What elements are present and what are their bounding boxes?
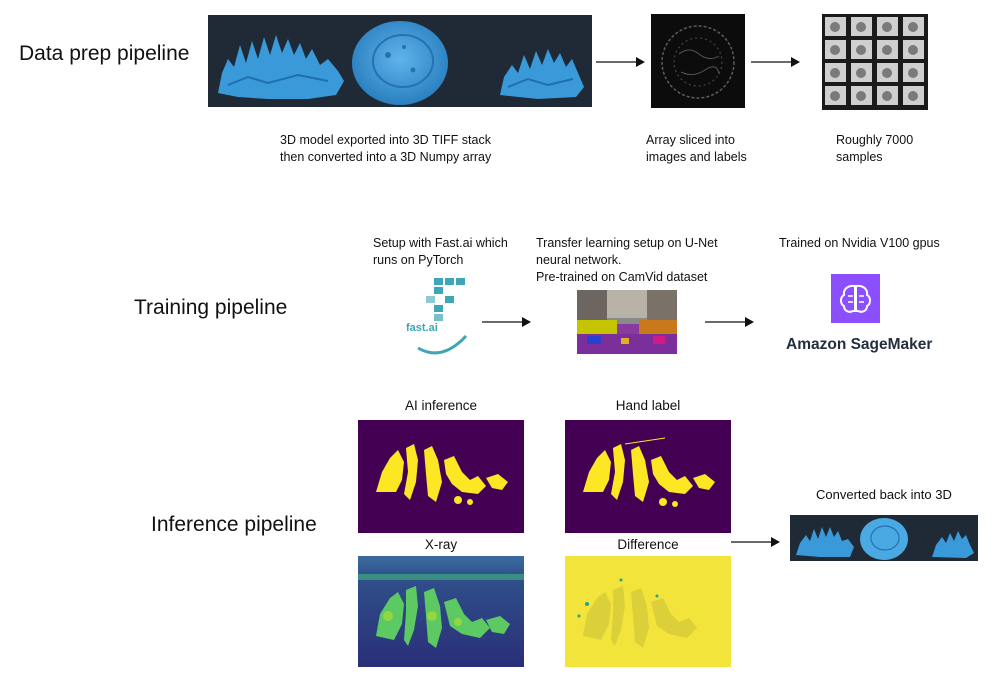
samples-caption: Roughly 7000 samples	[836, 132, 946, 166]
training-title: Training pipeline	[134, 296, 287, 320]
xray-label: X-ray	[358, 537, 524, 552]
right-arrow-icon	[751, 56, 801, 68]
right-arrow-icon	[705, 316, 755, 328]
data-prep-title: Data prep pipeline	[19, 42, 189, 66]
model-caption: 3D model exported into 3D TIFF stack the…	[280, 132, 540, 166]
fastai-logo-text: fast.ai	[406, 322, 438, 334]
hand-label-image	[565, 420, 731, 533]
difference-image	[565, 556, 731, 667]
right-arrow-icon	[731, 536, 781, 548]
unet-caption: Transfer learning setup on U-Net neural …	[536, 235, 756, 286]
converted-3d-render	[790, 515, 978, 561]
gpu-caption: Trained on Nvidia V100 gpus	[779, 235, 979, 252]
difference-label: Difference	[565, 537, 731, 552]
fastai-caption: Setup with Fast.ai which runs on PyTorch	[373, 235, 533, 269]
converted-caption: Converted back into 3D	[816, 486, 986, 503]
camvid-image	[577, 290, 677, 354]
ai-inference-image	[358, 420, 524, 533]
xray-image	[358, 556, 524, 667]
slice-caption: Array sliced into images and labels	[646, 132, 776, 166]
right-arrow-icon	[482, 316, 532, 328]
ai-inference-label: AI inference	[358, 398, 524, 413]
3d-model-render	[208, 15, 592, 107]
right-arrow-icon	[596, 56, 646, 68]
sample-grid	[822, 14, 928, 110]
sagemaker-brain-icon	[831, 274, 880, 323]
slice-image	[651, 14, 745, 108]
fastai-logo-icon	[412, 276, 472, 360]
sagemaker-label: Amazon SageMaker	[786, 336, 932, 354]
hand-label-label: Hand label	[565, 398, 731, 413]
inference-title: Inference pipeline	[151, 513, 317, 537]
